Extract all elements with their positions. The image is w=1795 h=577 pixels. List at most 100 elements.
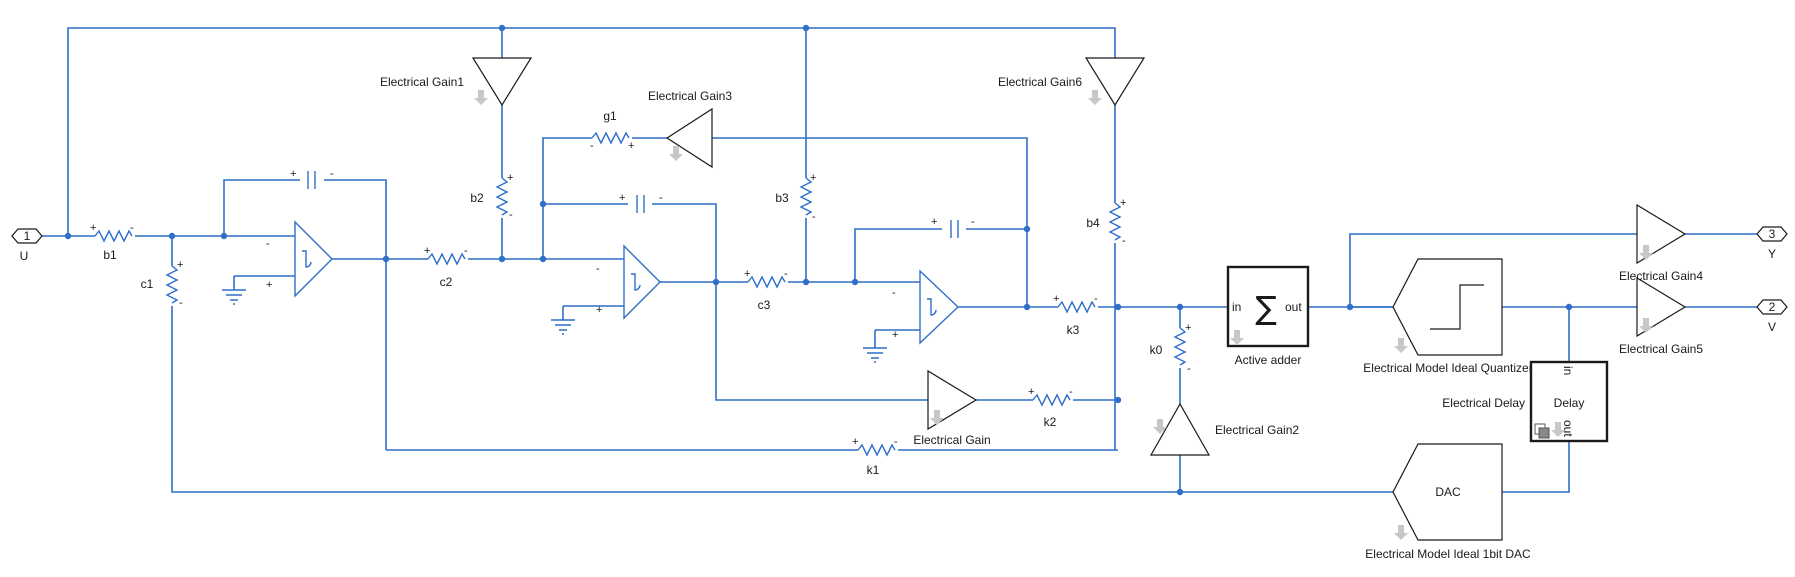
electrical-gain4[interactable]: Electrical Gain4 bbox=[1619, 203, 1703, 283]
svg-text:Electrical Gain1: Electrical Gain1 bbox=[380, 75, 464, 89]
svg-text:k1: k1 bbox=[867, 463, 880, 477]
svg-text:-: - bbox=[659, 192, 663, 204]
resistor-g1[interactable]: - + g1 bbox=[590, 109, 634, 152]
quantizer-block[interactable]: Electrical Model Ideal Quantizer bbox=[1363, 258, 1533, 375]
svg-text:Electrical Gain: Electrical Gain bbox=[913, 433, 990, 447]
svg-text:-: - bbox=[892, 287, 896, 299]
svg-text:+: + bbox=[619, 192, 625, 204]
svg-text:in: in bbox=[1232, 300, 1241, 314]
svg-text:Electrical Gain3: Electrical Gain3 bbox=[648, 89, 732, 103]
resistor-b4[interactable]: + - b4 bbox=[1086, 197, 1126, 247]
electrical-gain2[interactable]: Electrical Gain2 bbox=[1149, 402, 1299, 456]
output-port-y[interactable]: 3 Y bbox=[1756, 226, 1788, 261]
active-adder-block[interactable]: in out ∑ Active adder bbox=[1226, 265, 1310, 367]
electrical-gain5[interactable]: Electrical Gain5 bbox=[1619, 276, 1703, 356]
svg-text:-: - bbox=[1069, 386, 1073, 398]
svg-text:+: + bbox=[744, 268, 750, 280]
resistor-b1[interactable]: + - b1 bbox=[90, 222, 135, 262]
svg-text:g1: g1 bbox=[603, 109, 617, 123]
capacitor-1[interactable]: + - bbox=[290, 168, 334, 189]
delay-label: Electrical Delay bbox=[1442, 396, 1525, 410]
electrical-gain[interactable]: Electrical Gain bbox=[913, 369, 991, 447]
svg-text:out: out bbox=[1285, 300, 1302, 314]
svg-text:+: + bbox=[1053, 293, 1059, 305]
svg-text:k2: k2 bbox=[1044, 415, 1057, 429]
svg-text:-: - bbox=[1122, 235, 1126, 247]
svg-text:c3: c3 bbox=[758, 298, 771, 312]
resistor-c1[interactable]: + - c1 bbox=[141, 259, 184, 309]
svg-text:1: 1 bbox=[24, 229, 31, 243]
svg-text:+: + bbox=[852, 436, 858, 448]
svg-text:-: - bbox=[509, 209, 513, 221]
delay-block[interactable]: Delay in out Electrical Delay bbox=[1442, 360, 1609, 443]
svg-text:-: - bbox=[179, 297, 183, 309]
wires bbox=[42, 27, 1757, 493]
dac-block[interactable]: DAC Electrical Model Ideal 1bit DAC bbox=[1365, 443, 1531, 561]
resistor-k2[interactable]: + - k2 bbox=[1028, 386, 1073, 429]
svg-text:+: + bbox=[424, 245, 430, 257]
opamp-3[interactable]: - + bbox=[892, 269, 960, 345]
svg-text:c1: c1 bbox=[141, 277, 154, 291]
svg-text:-: - bbox=[266, 238, 270, 250]
svg-text:-: - bbox=[1094, 293, 1098, 305]
svg-text:k0: k0 bbox=[1150, 343, 1163, 357]
ground-icon bbox=[551, 319, 575, 335]
svg-text:-: - bbox=[590, 140, 594, 152]
sigma-icon: ∑ bbox=[1255, 289, 1277, 327]
svg-text:-: - bbox=[894, 436, 898, 448]
resistor-k1[interactable]: + - k1 bbox=[852, 436, 898, 477]
svg-text:+: + bbox=[266, 279, 272, 291]
svg-text:-: - bbox=[784, 268, 788, 280]
resistor-b2[interactable]: + - b2 bbox=[470, 172, 513, 221]
svg-text:Electrical Gain5: Electrical Gain5 bbox=[1619, 342, 1703, 356]
svg-text:k3: k3 bbox=[1067, 323, 1080, 337]
svg-text:-: - bbox=[464, 245, 468, 257]
svg-text:Delay: Delay bbox=[1554, 396, 1585, 410]
output-port-y-label: Y bbox=[1768, 247, 1776, 261]
input-port-u[interactable]: 1 U bbox=[11, 228, 43, 263]
electrical-gain3[interactable]: Electrical Gain3 bbox=[648, 89, 732, 169]
output-port-v[interactable]: 2 V bbox=[1756, 299, 1788, 334]
junctions bbox=[64, 24, 1573, 496]
resistor-c3[interactable]: + - c3 bbox=[744, 268, 788, 312]
ground-icon bbox=[863, 347, 887, 363]
resistor-c2[interactable]: + - c2 bbox=[424, 245, 468, 289]
svg-text:+: + bbox=[931, 216, 937, 228]
electrical-gain6[interactable]: Electrical Gain6 bbox=[998, 57, 1146, 107]
electrical-gain1[interactable]: Electrical Gain1 bbox=[380, 57, 533, 107]
svg-text:-: - bbox=[330, 168, 334, 180]
svg-text:+: + bbox=[290, 168, 296, 180]
svg-text:in: in bbox=[1561, 366, 1575, 375]
svg-text:2: 2 bbox=[1769, 300, 1776, 314]
svg-text:+: + bbox=[1028, 386, 1034, 398]
svg-text:3: 3 bbox=[1769, 227, 1776, 241]
svg-text:c2: c2 bbox=[440, 275, 453, 289]
svg-text:Electrical Gain6: Electrical Gain6 bbox=[998, 75, 1082, 89]
svg-text:-: - bbox=[971, 216, 975, 228]
opamp-2[interactable]: - + bbox=[596, 244, 661, 320]
svg-text:out: out bbox=[1561, 420, 1575, 437]
svg-text:b2: b2 bbox=[470, 191, 484, 205]
opamp-1[interactable]: - + bbox=[266, 220, 333, 298]
resistor-k3[interactable]: + - k3 bbox=[1053, 293, 1098, 337]
active-adder-label: Active adder bbox=[1235, 353, 1302, 367]
svg-text:-: - bbox=[812, 211, 816, 223]
capacitor-3[interactable]: + - bbox=[931, 216, 975, 238]
resistor-b3[interactable]: + - b3 bbox=[775, 172, 816, 223]
svg-text:+: + bbox=[810, 172, 816, 184]
svg-text:DAC: DAC bbox=[1435, 485, 1461, 499]
capacitor-2[interactable]: + - bbox=[619, 192, 663, 213]
input-port-u-label: U bbox=[20, 249, 29, 263]
svg-text:b4: b4 bbox=[1086, 216, 1100, 230]
svg-text:-: - bbox=[596, 263, 600, 275]
svg-text:+: + bbox=[177, 259, 183, 271]
svg-text:Electrical Gain4: Electrical Gain4 bbox=[1619, 269, 1703, 283]
svg-text:-: - bbox=[1187, 363, 1191, 375]
svg-text:+: + bbox=[90, 222, 96, 234]
svg-text:+: + bbox=[1185, 322, 1191, 334]
svg-text:+: + bbox=[596, 304, 602, 316]
resistor-k0[interactable]: + - k0 bbox=[1150, 322, 1192, 375]
svg-text:+: + bbox=[628, 140, 634, 152]
dac-label: Electrical Model Ideal 1bit DAC bbox=[1365, 547, 1531, 561]
